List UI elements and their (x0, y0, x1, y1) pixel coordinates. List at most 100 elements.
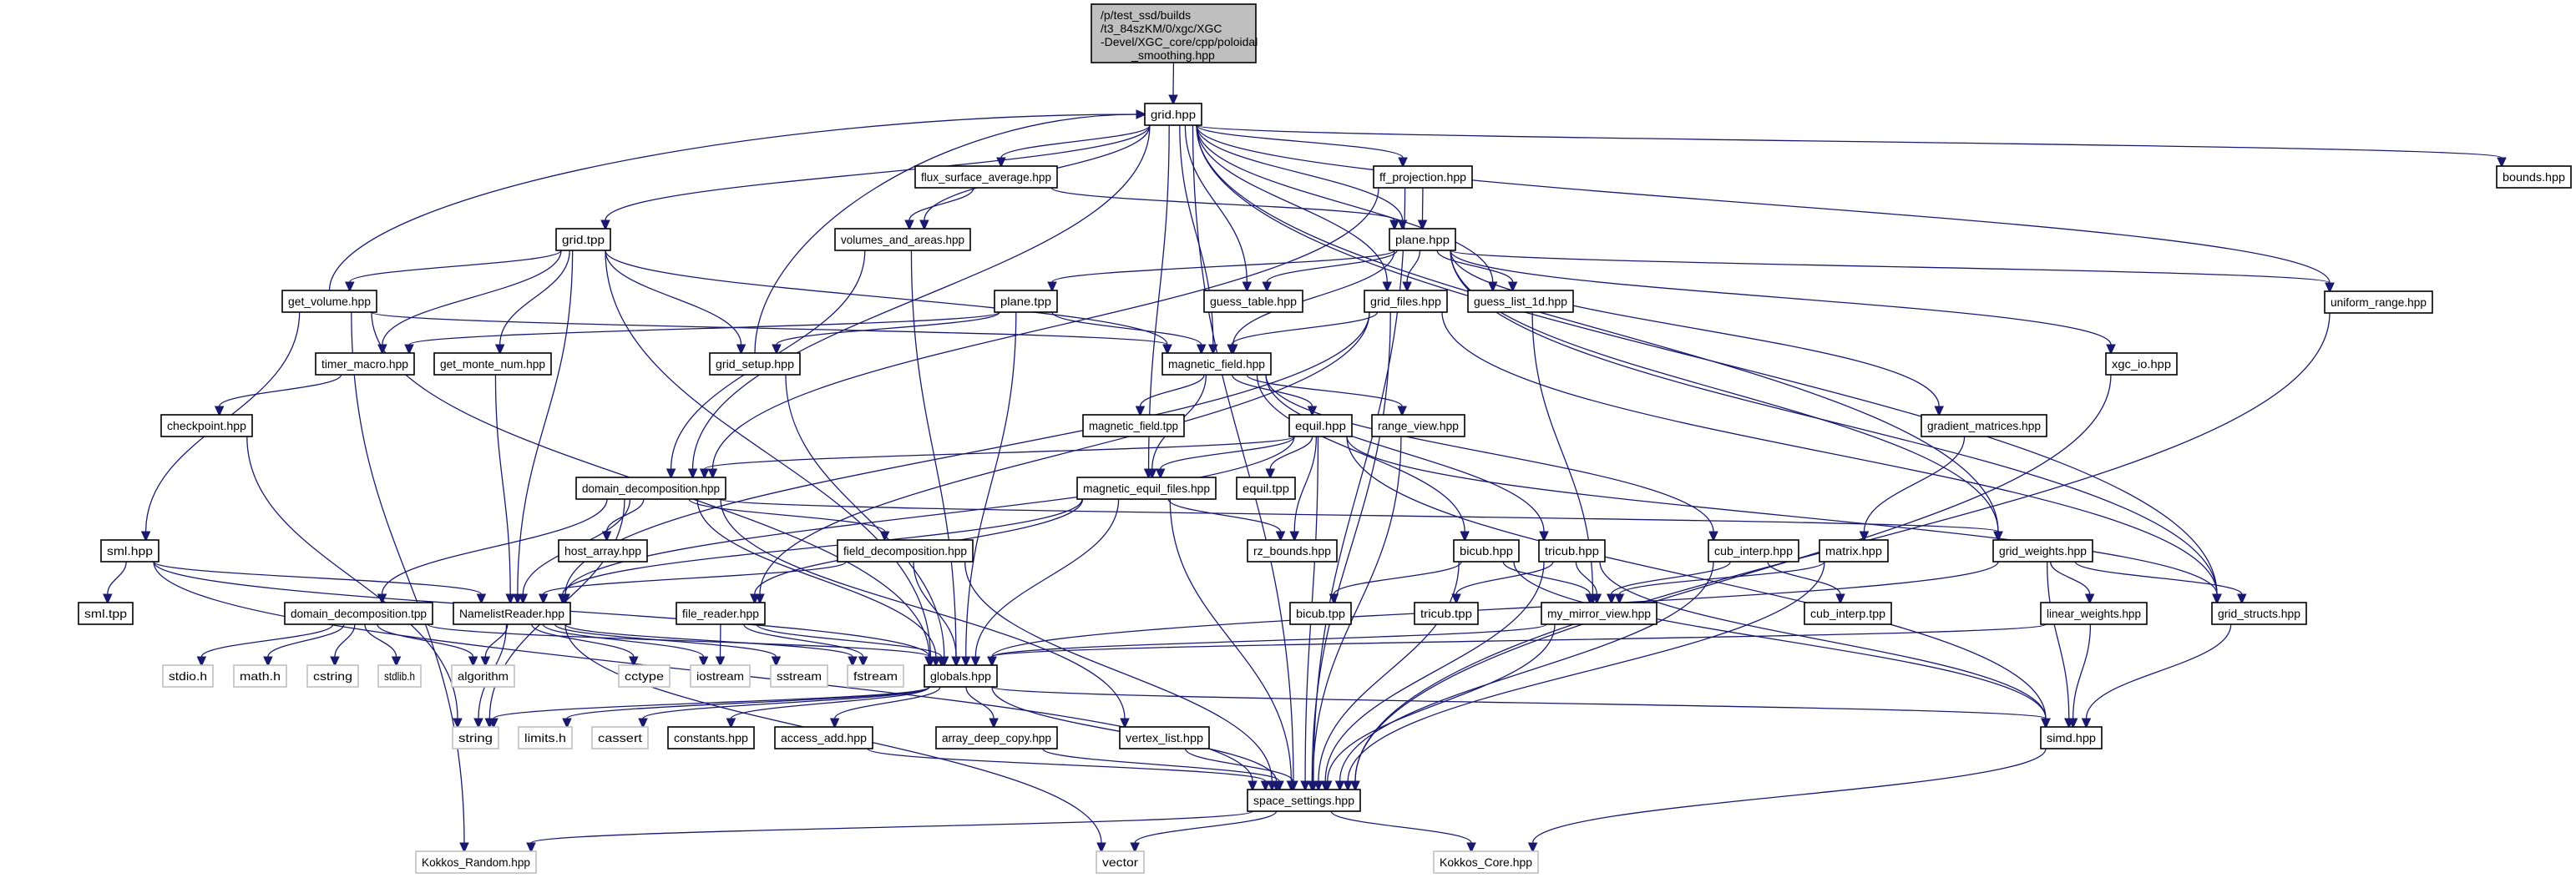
file-node-tricub-tpp[interactable]: tricub.tpp (1414, 602, 1479, 625)
file-node-constants[interactable]: constants.hpp (667, 726, 755, 749)
file-node-grad-mat[interactable]: gradient_matrices.hpp (1921, 414, 2047, 437)
arrowhead-icon (2106, 344, 2116, 356)
file-node-sml-tpp[interactable]: sml.tpp (78, 602, 134, 625)
file-node-field-dec[interactable]: field_decomposition.hpp (837, 539, 974, 563)
node-label: flux_surface_average.hpp (921, 170, 1051, 184)
node-box (78, 602, 134, 625)
edge-dom-dec-tpp-to-stdlib (364, 623, 397, 658)
node-box (1364, 290, 1448, 313)
file-node-uniform-range[interactable]: uniform_range.hpp (2324, 290, 2433, 314)
file-node-ffproj[interactable]: ff_projection.hpp (1373, 165, 1473, 189)
node-box (453, 602, 571, 625)
file-node-flux[interactable]: flux_surface_average.hpp (914, 165, 1058, 189)
file-node-bicub-tpp[interactable]: bicub.tpp (1289, 602, 1352, 625)
file-node-get-volume[interactable]: get_volume.hpp (281, 290, 377, 313)
file-node-grid-tpp[interactable]: grid.tpp (555, 228, 611, 251)
file-node-sml-hpp[interactable]: sml.hpp (100, 539, 159, 563)
node-box (591, 726, 649, 749)
arrowhead-icon (2041, 718, 2051, 729)
file-node-guess-table[interactable]: guess_table.hpp (1203, 290, 1303, 313)
arrowhead-icon (698, 656, 709, 668)
edge-grid-hpp-to-grid-weights (1196, 124, 1999, 532)
node-box (676, 602, 766, 625)
arrowhead-icon (1592, 593, 1602, 605)
root-file-node[interactable]: /p/test_ssd/builds /t3_84szKM/0/xgc/XGC … (1091, 3, 1258, 63)
arrowhead-icon (2067, 718, 2078, 729)
node-box (837, 539, 974, 563)
node-label: timer_macro.hpp (321, 357, 408, 371)
node-box (1203, 290, 1303, 313)
node-box (1247, 789, 1361, 812)
file-node-dom-dec[interactable]: domain_decomposition.hpp (575, 477, 726, 500)
file-node-vertex-list[interactable]: vertex_list.hpp (1119, 726, 1210, 749)
file-node-vol-areas[interactable]: volumes_and_areas.hpp (834, 228, 971, 251)
file-node-mag-field-tpp[interactable]: magnetic_field.tpp (1082, 414, 1185, 437)
file-node-cub-interp-tpp[interactable]: cub_interp.tpp (1804, 602, 1892, 625)
file-node-linear-weights[interactable]: linear_weights.hpp (2040, 602, 2148, 625)
file-node-dom-dec-tpp[interactable]: domain_decomposition.tpp (284, 602, 433, 625)
node-label: ff_projection.hpp (1379, 170, 1466, 184)
file-node-matrix[interactable]: matrix.hpp (1819, 539, 1889, 563)
arrowhead-icon (140, 531, 151, 542)
edge-mag-field-to-mag-field-tpp (1139, 374, 1205, 407)
file-node-grid-hpp[interactable]: grid.hpp (1144, 103, 1202, 126)
edge-dom-dec-to-dom-dec-tpp (381, 498, 608, 595)
file-node-timer-macro[interactable]: timer_macro.hpp (315, 352, 415, 376)
file-node-grid-files[interactable]: grid_files.hpp (1364, 290, 1448, 313)
file-node-equil[interactable]: equil.hpp (1288, 414, 1353, 437)
edge-array-deep-copy-to-space-settings (1042, 748, 1280, 782)
file-node-xgc-io[interactable]: xgc_io.hpp (2105, 352, 2178, 376)
file-node-access-add[interactable]: access_add.hpp (774, 726, 873, 749)
file-node-mirror-view[interactable]: my_mirror_view.hpp (1541, 602, 1657, 625)
file-node-equil-tpp[interactable]: equil.tpp (1236, 477, 1296, 500)
file-node-globals[interactable]: globals.hpp (924, 664, 998, 688)
edge-dom-dec-tpp-to-stdio (200, 623, 334, 658)
edge-cub-interp-to-mirror-view (1611, 561, 1731, 595)
file-node-plane-tpp[interactable]: plane.tpp (994, 290, 1058, 313)
file-node-host-array[interactable]: host_array.hpp (558, 539, 648, 563)
arrowhead-icon (1389, 220, 1399, 231)
file-node-get-monte[interactable]: get_monte_num.hpp (433, 352, 552, 376)
file-node-range-view[interactable]: range_view.hpp (1371, 414, 1465, 437)
file-node-grid-setup[interactable]: grid_setup.hpp (709, 352, 801, 376)
arrowhead-icon (2237, 593, 2247, 605)
arrowhead-icon (1397, 406, 1407, 417)
file-node-grid-structs[interactable]: grid_structs.hpp (2211, 602, 2307, 625)
arrowhead-icon (196, 656, 207, 668)
file-node-rz-bounds[interactable]: rz_bounds.hpp (1247, 539, 1338, 563)
file-node-tricub[interactable]: tricub.hpp (1538, 539, 1606, 563)
file-node-cub-interp[interactable]: cub_interp.hpp (1708, 539, 1799, 563)
file-node-file-reader[interactable]: file_reader.hpp (676, 602, 766, 625)
edge-grid-hpp-to-space-settings (1192, 124, 1294, 782)
edge-tricub-to-space-settings (1324, 561, 1545, 782)
file-node-checkpoint[interactable]: checkpoint.hpp (160, 414, 253, 437)
file-node-plane-hpp[interactable]: plane.hpp (1389, 228, 1456, 251)
edge-dom-dec-to-globals (696, 498, 937, 658)
arrowhead-icon (1275, 531, 1286, 542)
node-label: guess_table.hpp (1210, 295, 1297, 308)
file-node-mag-field[interactable]: magnetic_field.hpp (1161, 352, 1272, 376)
arrowhead-icon (1585, 593, 1595, 605)
edge-bicub-to-space-settings (1318, 561, 1460, 782)
edge-globals-to-string (493, 686, 930, 719)
edge-bicub-to-mirror-view (1502, 561, 1591, 595)
file-node-space-settings[interactable]: space_settings.hpp (1247, 789, 1361, 812)
edge-equil-to-namelist (564, 436, 1295, 595)
edge-plane-hpp-to-grid-files (1406, 250, 1421, 283)
arrowhead-icon (1248, 780, 1258, 792)
file-node-simd[interactable]: simd.hpp (2040, 726, 2103, 749)
file-node-namelist[interactable]: NamelistReader.hpp (453, 602, 571, 625)
node-box (1161, 352, 1272, 376)
node-label: volumes_and_areas.hpp (841, 233, 964, 246)
edge-grid-tpp-to-namelist (517, 250, 574, 595)
file-node-guess-list[interactable]: guess_list_1d.hpp (1467, 290, 1574, 313)
file-node-array-deep-copy[interactable]: array_deep_copy.hpp (935, 726, 1058, 749)
node-box (1708, 539, 1799, 563)
node-label: field_decomposition.hpp (843, 544, 967, 558)
file-node-grid-weights[interactable]: grid_weights.hpp (1992, 539, 2093, 563)
file-node-bounds[interactable]: bounds.hpp (2496, 165, 2572, 189)
file-node-mag-eq-files[interactable]: magnetic_equil_files.hpp (1076, 477, 1217, 500)
edge-plane-hpp-to-guess-list (1436, 250, 1514, 283)
file-node-bicub[interactable]: bicub.hpp (1453, 539, 1520, 563)
arrowhead-icon (1328, 593, 1339, 605)
